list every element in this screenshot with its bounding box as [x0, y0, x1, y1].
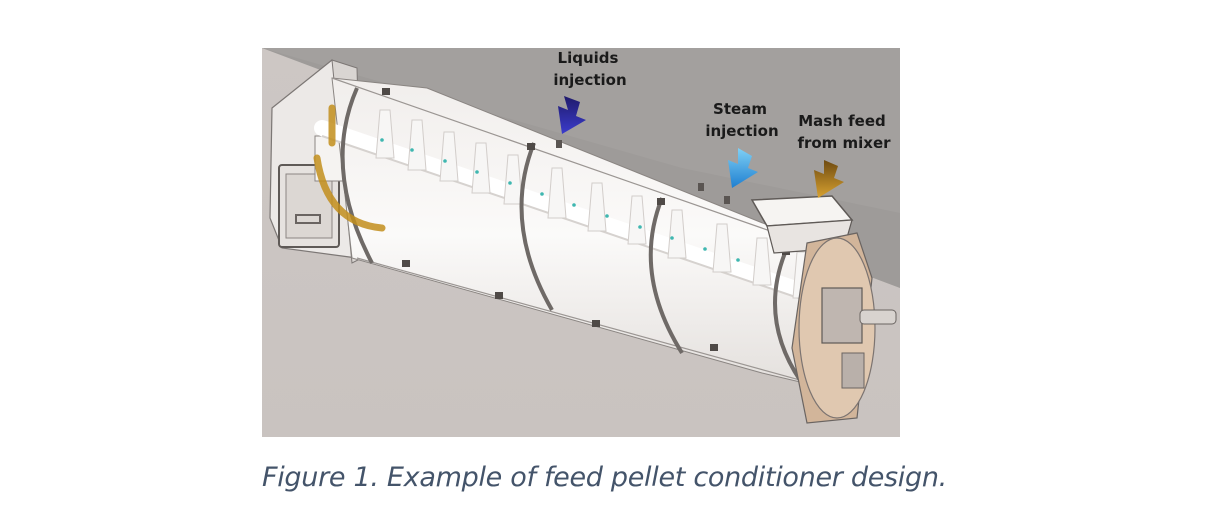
liquids-arrow [558, 96, 586, 134]
svg-text:Steam: Steam [713, 100, 767, 118]
right-end-drive [791, 232, 897, 424]
svg-text:from mixer: from mixer [797, 134, 891, 152]
svg-text:injection: injection [553, 71, 626, 89]
liquids-injection-label: Liquids injection [553, 49, 626, 89]
interior-flow-arrow [313, 104, 386, 232]
svg-text:Mash feed: Mash feed [798, 112, 886, 130]
mash-feed-label: Mash feed from mixer [797, 112, 891, 152]
mash-arrow [814, 160, 844, 198]
figure-caption: Figure 1. Example of feed pellet conditi… [262, 462, 947, 493]
steam-injection-label: Steam injection [705, 100, 778, 140]
steam-arrow [728, 148, 758, 188]
svg-text:Liquids: Liquids [558, 49, 619, 67]
conditioner-illustration: Liquids injection Steam injection Mash f… [262, 48, 900, 437]
svg-text:injection: injection [705, 122, 778, 140]
